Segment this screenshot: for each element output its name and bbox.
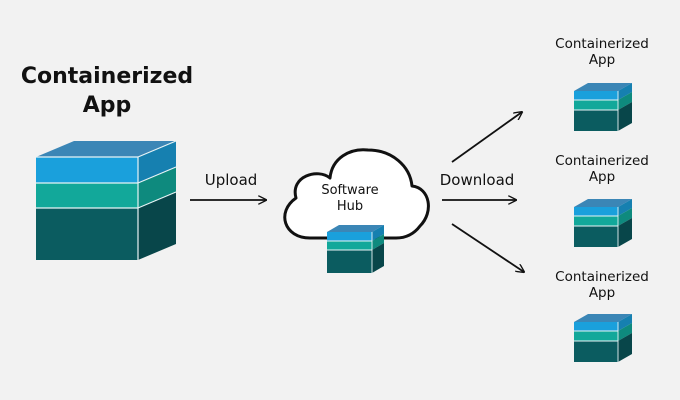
hub-container-cube [327, 225, 384, 273]
download-arrow-top [451, 112, 522, 163]
large-container-cube [36, 140, 177, 260]
target-app-title-2: Containerized App [555, 153, 649, 185]
download-label: Download [439, 171, 515, 189]
target-container-cube-2 [574, 199, 632, 247]
target-container-cube-1 [574, 83, 632, 131]
target-container-cube-3 [574, 314, 632, 362]
main-app-title: Containerized App [20, 64, 194, 118]
hub-label: Software Hub [321, 183, 379, 214]
upload-label: Upload [204, 171, 258, 189]
download-arrow-bottom [451, 223, 524, 272]
target-app-title-3: Containerized App [555, 269, 649, 301]
cloud-icon [283, 148, 430, 240]
target-app-title-1: Containerized App [555, 36, 649, 68]
